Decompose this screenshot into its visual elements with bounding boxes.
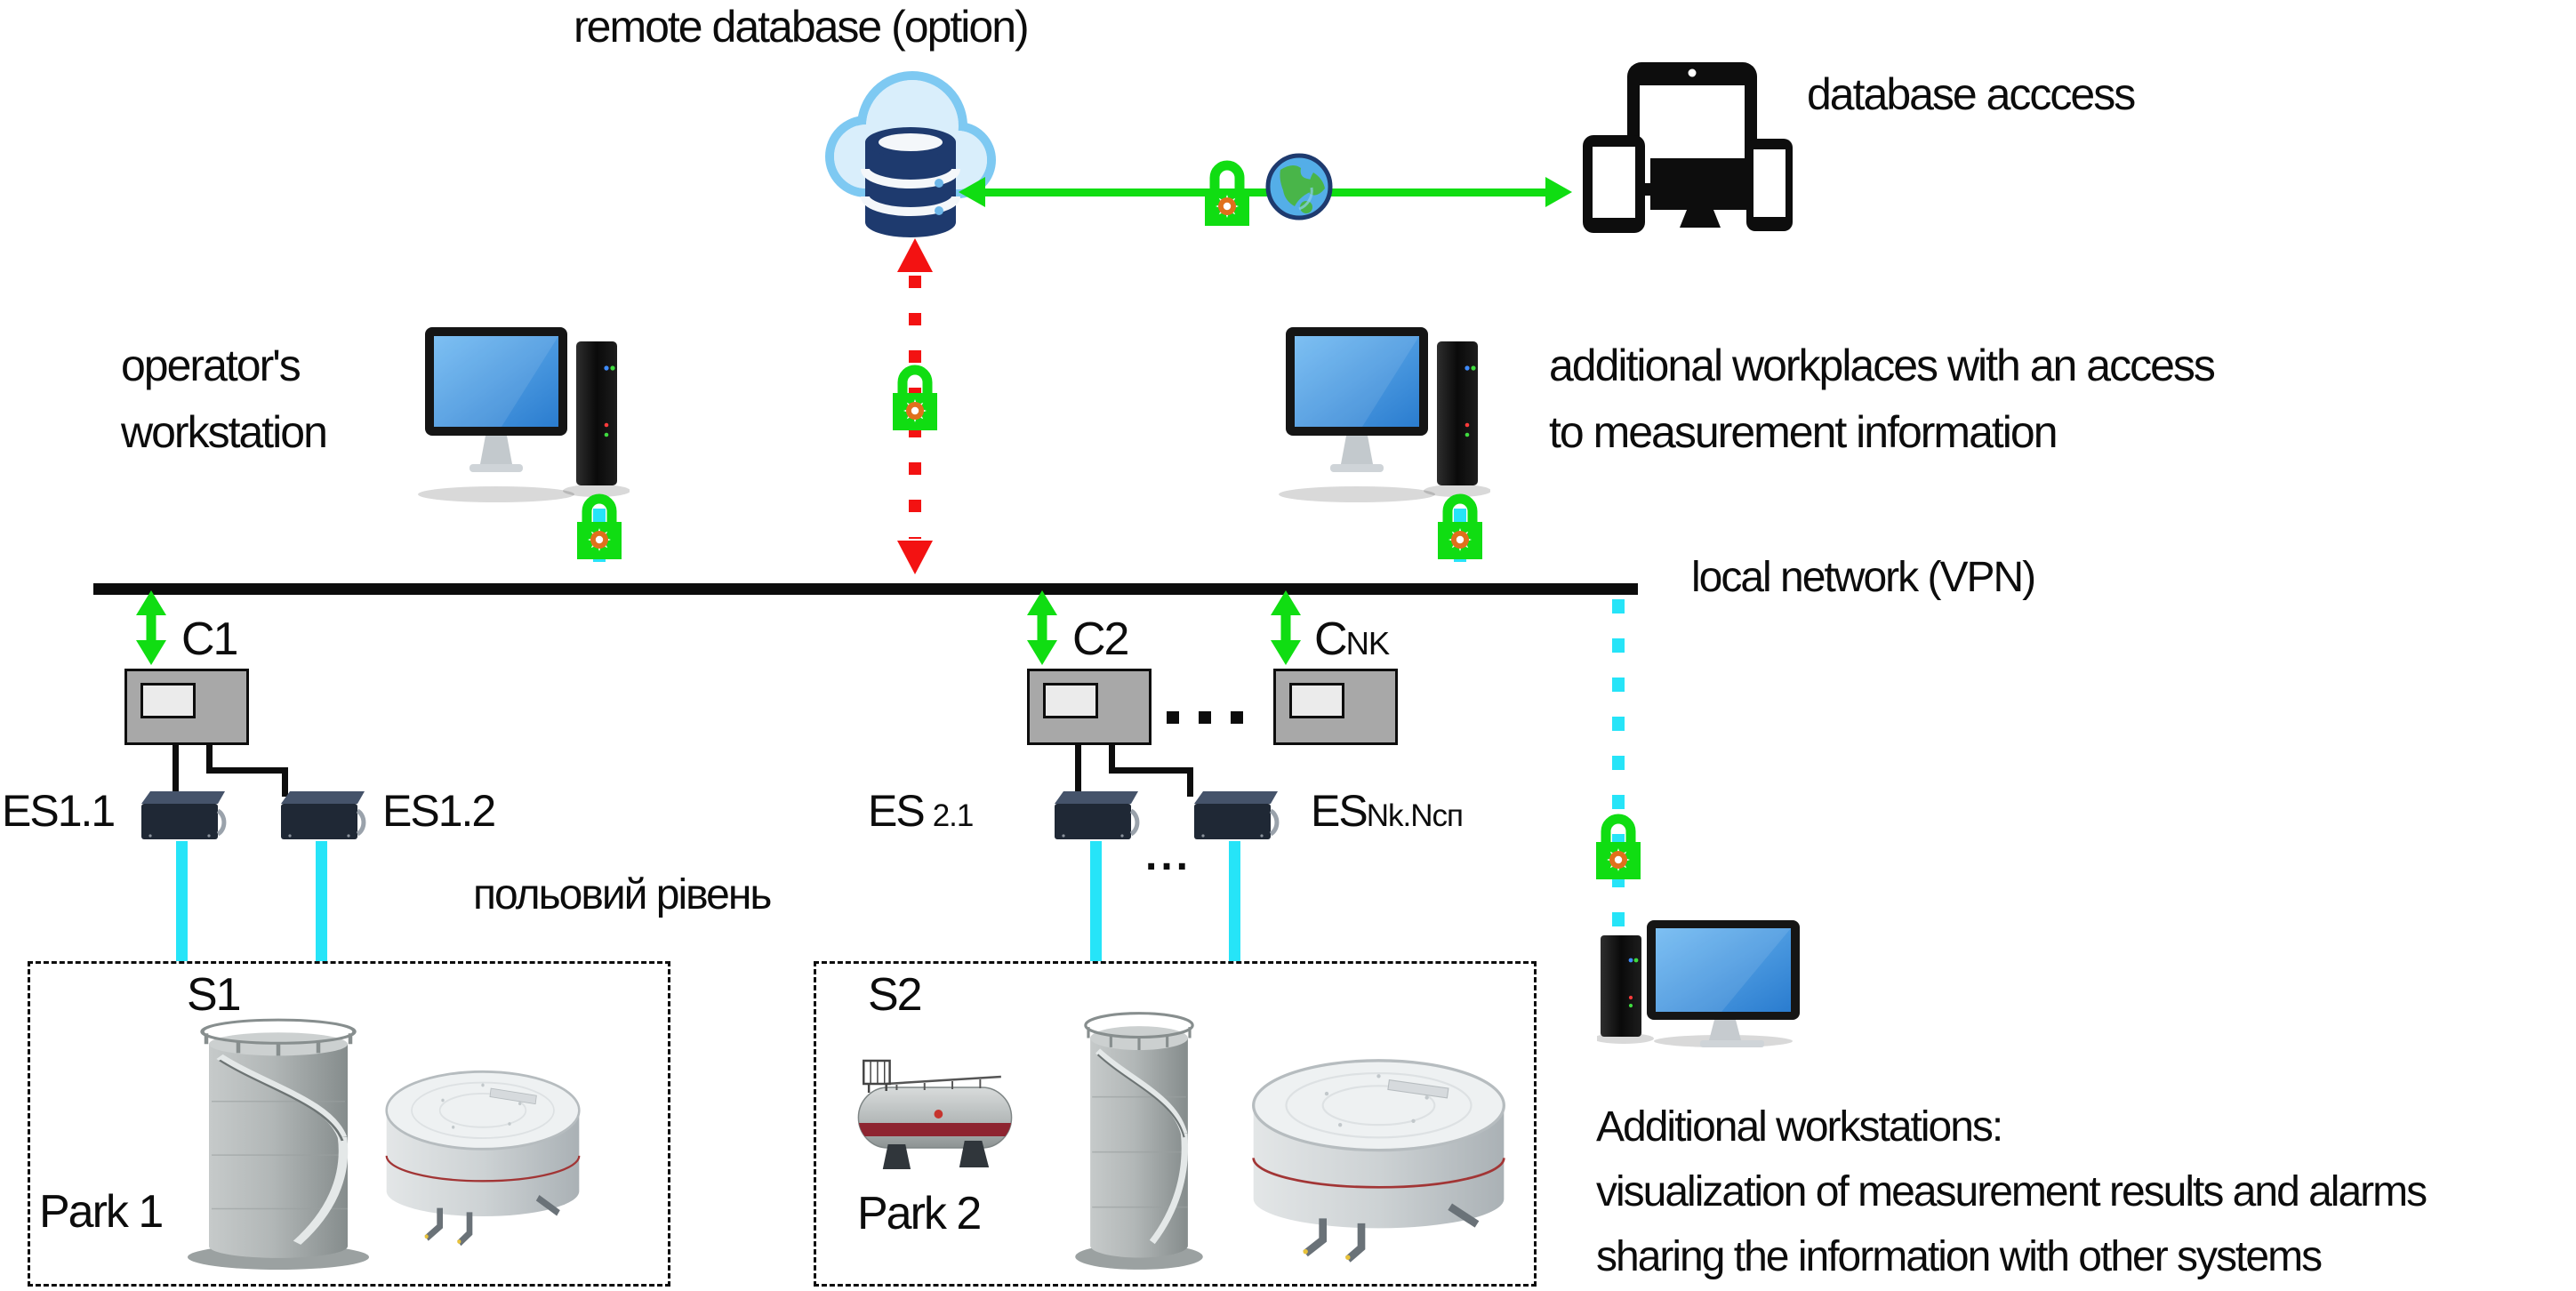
round-tank-icon <box>372 1030 594 1248</box>
smartphone-left-icon <box>1583 135 1645 233</box>
cloud-database-icon <box>811 53 1008 247</box>
arrow-c2-bus-icon <box>1023 589 1062 667</box>
sensor-s2-label: S2 <box>868 969 923 1021</box>
es-unit-nk-icon <box>1189 786 1281 843</box>
c1-main: C1 <box>181 613 239 665</box>
additional-workplaces-icon <box>1277 318 1490 509</box>
computer-tower <box>1437 341 1478 485</box>
computer-tower <box>576 341 617 485</box>
workstations-label-line2: visualization of measurement results and… <box>1596 1167 2428 1215</box>
round-tank-icon <box>1234 1012 1523 1265</box>
es11-main: ES1.1 <box>2 786 116 836</box>
arrowhead-to-database <box>959 177 985 207</box>
encryption-lock-operator-icon <box>574 491 624 560</box>
es-row-ellipsis: ... <box>1145 832 1192 879</box>
encryption-lock-workstations-icon <box>1593 811 1643 880</box>
local-network-label: local network (VPN) <box>1691 554 2036 601</box>
controller-label-c2: C2 <box>1072 613 1130 665</box>
field-link-es21 <box>1090 841 1102 962</box>
field-level-label: польовий рівень <box>473 871 772 918</box>
operator-label-line1: operator's <box>121 341 301 390</box>
globe-internet-icon <box>1263 150 1336 223</box>
operator-workstation-icon <box>416 318 630 509</box>
tall-tank-icon <box>158 1003 398 1271</box>
computer-tower <box>1601 935 1641 1037</box>
es12-main: ES1.2 <box>382 786 496 836</box>
ellipsis-square-dot <box>1231 711 1243 724</box>
arrowhead-to-devices <box>1545 177 1572 207</box>
workplaces-label-line1: additional workplaces with an access <box>1549 341 2216 390</box>
ellipsis-square-dot <box>1199 711 1211 724</box>
es-unit-1-1-icon <box>136 786 229 843</box>
local-network-bus <box>93 583 1638 595</box>
red-arrowhead-up <box>897 238 933 272</box>
cnk-main: C <box>1314 613 1348 665</box>
field-link-es12 <box>316 841 327 962</box>
encryption-lock-workplaces-icon <box>1435 491 1485 560</box>
encryption-lock-remote-db-icon <box>890 362 940 431</box>
operator-workstation-label: operator's workstation <box>121 333 328 466</box>
esnk-main: ES <box>1311 786 1368 836</box>
es21-sub: 2.1 <box>932 798 975 833</box>
cable-c1-es12-v2 <box>282 767 288 797</box>
cable-c1-es12-v <box>206 743 213 774</box>
monitor-icon <box>1650 158 1750 228</box>
remote-database-label: remote database (option) <box>574 2 1030 52</box>
workstations-label-line1: Additional workstations: <box>1596 1103 2003 1151</box>
controller-cnk-box <box>1273 669 1398 745</box>
es-label-1-1: ES1.1 <box>2 786 116 836</box>
es-unit-1-2-icon <box>276 786 368 843</box>
controller-c2-box <box>1027 669 1152 745</box>
park2-label: Park 2 <box>857 1188 982 1239</box>
workstations-label-line3: sharing the information with other syste… <box>1596 1232 2323 1280</box>
smartphone-right-icon <box>1746 139 1793 231</box>
ellipsis-square-dot <box>1167 711 1179 724</box>
es-label-1-2: ES1.2 <box>382 786 496 836</box>
controller-screen <box>1289 683 1344 718</box>
field-link-esnk <box>1229 841 1240 962</box>
cable-c1-es12-h <box>206 767 288 774</box>
tall-tank-icon <box>1055 996 1224 1271</box>
cable-c2-es22-v <box>1109 743 1115 774</box>
database-cylinder-icon <box>861 127 960 237</box>
es-label-nk: ESNk.Nсп <box>1311 786 1464 836</box>
controller-label-c1: C1 <box>181 613 239 665</box>
additional-workstations-label: Additional workstations: visualization o… <box>1596 1095 2428 1290</box>
cable-c2-es22-v2 <box>1187 767 1193 797</box>
es-unit-2-1-icon <box>1049 786 1142 843</box>
horizontal-tank-icon <box>834 1052 1034 1185</box>
workplaces-label-line2: to measurement information <box>1549 407 2058 457</box>
controller-screen <box>140 683 196 718</box>
arrow-cnk-bus-icon <box>1266 589 1305 667</box>
cnk-sub: NK <box>1345 625 1391 662</box>
database-access-label: database acccess <box>1807 69 2136 119</box>
controller-c1-box <box>124 669 249 745</box>
cable-c2-es22-h <box>1109 767 1193 774</box>
es21-main: ES <box>868 786 926 836</box>
database-access-devices-icon <box>1563 59 1803 237</box>
esnk-sub: Nk.Nсп <box>1366 798 1464 833</box>
additional-workstation-icon <box>1597 916 1802 1049</box>
c2-main: C2 <box>1072 613 1130 665</box>
additional-workplaces-label: additional workplaces with an access to … <box>1549 333 2216 466</box>
controller-screen <box>1043 683 1098 718</box>
operator-label-line2: workstation <box>121 407 328 457</box>
cable-c1-es11 <box>173 743 179 798</box>
secure-link-line <box>974 188 1553 196</box>
red-arrowhead-down <box>897 541 933 574</box>
cable-c2-es21 <box>1075 743 1081 798</box>
arrow-c1-bus-icon <box>132 589 171 667</box>
field-link-es11 <box>176 841 188 962</box>
sensor-s1-label: S1 <box>187 969 242 1021</box>
vpn-link-workstations <box>1612 599 1625 932</box>
park1-label: Park 1 <box>39 1186 164 1238</box>
controller-label-cnk: CNK <box>1314 613 1391 665</box>
encryption-lock-internet-icon <box>1202 157 1252 227</box>
